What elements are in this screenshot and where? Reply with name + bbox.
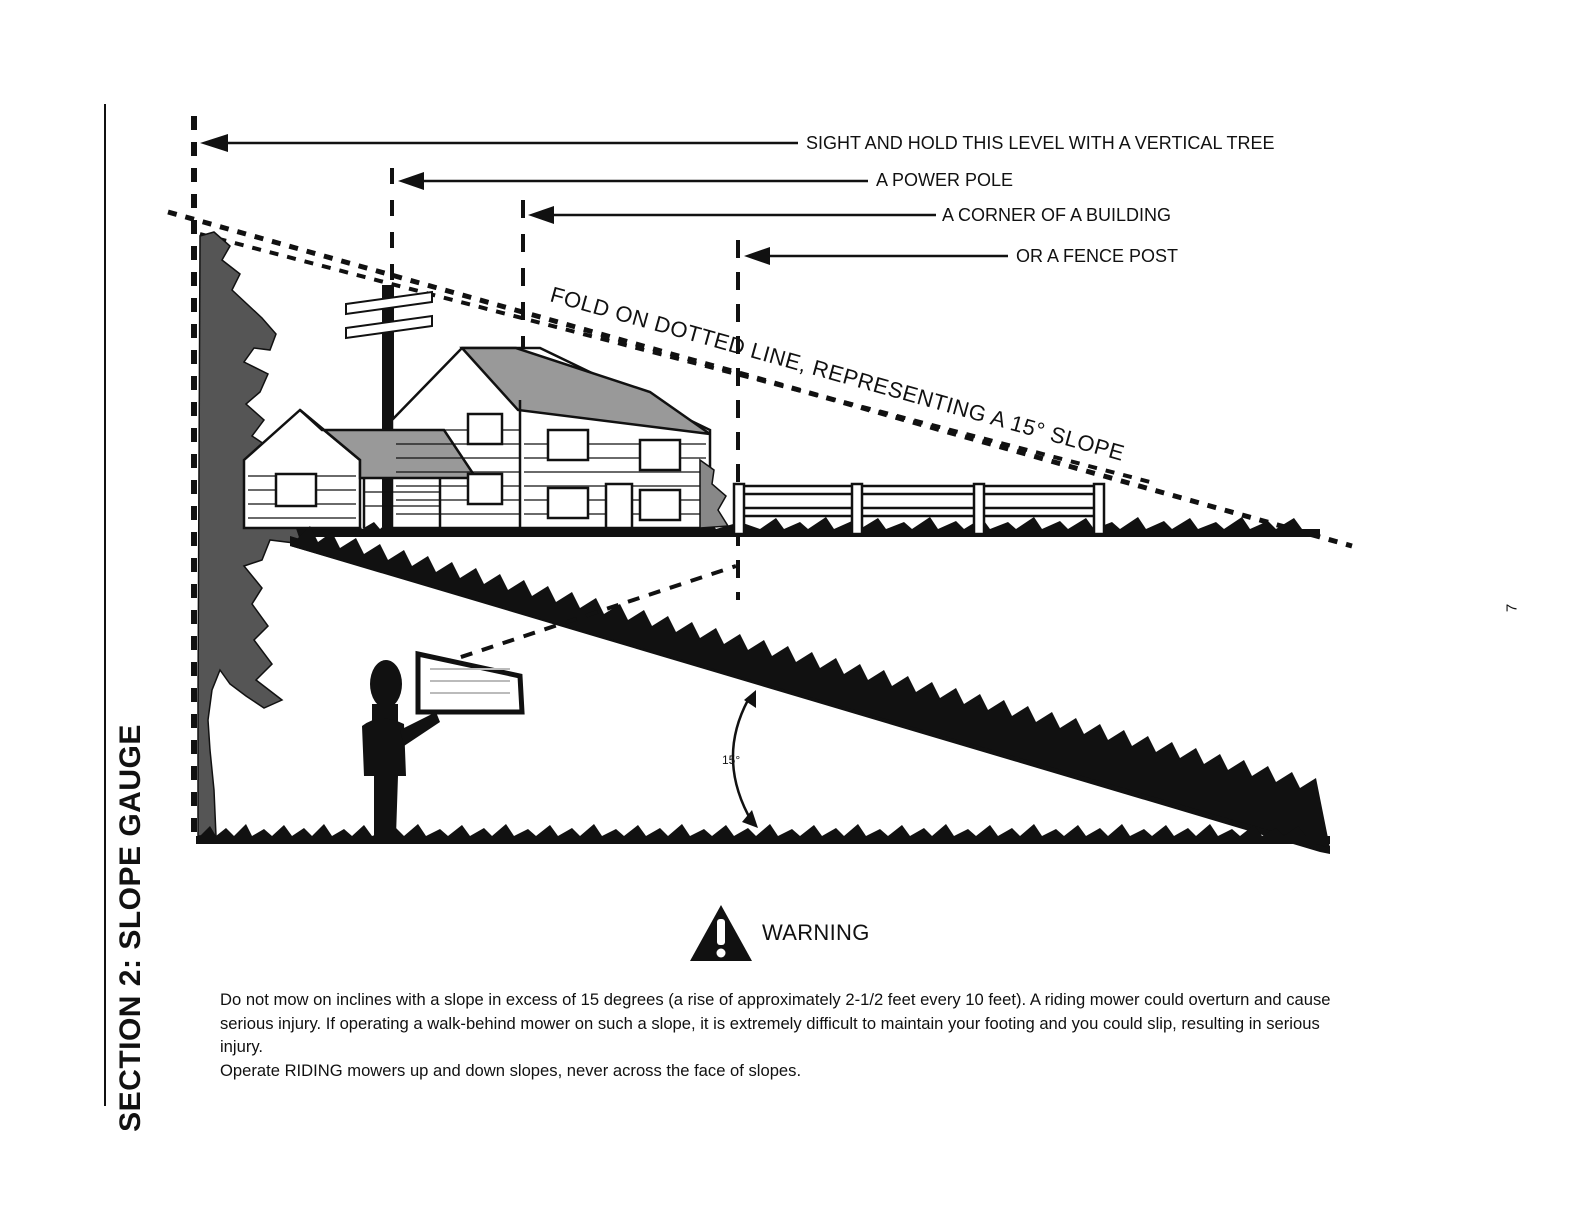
person-holding-gauge xyxy=(362,650,525,836)
angle-arrowhead-bottom xyxy=(742,810,758,828)
upper-ground xyxy=(270,517,1320,537)
tree xyxy=(197,231,304,837)
shrub xyxy=(699,458,730,529)
sight-line xyxy=(439,564,737,666)
fence xyxy=(732,482,1106,536)
angle-arrowhead-top xyxy=(744,690,756,708)
fold-lines xyxy=(167,209,1353,549)
warning-triangle-icon xyxy=(690,905,752,961)
angle-label: 15° xyxy=(722,753,740,767)
lower-ground xyxy=(196,824,1330,844)
warning-paragraph: Do not mow on inclines with a slope in e… xyxy=(220,990,1331,1056)
label-power-pole: A POWER POLE xyxy=(876,170,1013,190)
warning-body: Do not mow on inclines with a slope in e… xyxy=(220,988,1350,1082)
section-rule xyxy=(104,104,106,1106)
power-pole xyxy=(345,285,433,527)
angle-indicator xyxy=(731,699,754,823)
label-fence-post: OR A FENCE POST xyxy=(1016,246,1178,266)
warning-header: WARNING xyxy=(688,902,870,964)
label-building-corner: A CORNER OF A BUILDING xyxy=(942,205,1171,225)
warning-paragraph: Operate RIDING mowers up and down slopes… xyxy=(220,1060,802,1080)
label-tree: SIGHT AND HOLD THIS LEVEL WITH A VERTICA… xyxy=(806,133,1274,153)
house xyxy=(242,346,712,530)
pointer-arrows xyxy=(200,134,1008,265)
slope-ground xyxy=(290,526,1330,854)
warning-title: WARNING xyxy=(762,920,870,945)
